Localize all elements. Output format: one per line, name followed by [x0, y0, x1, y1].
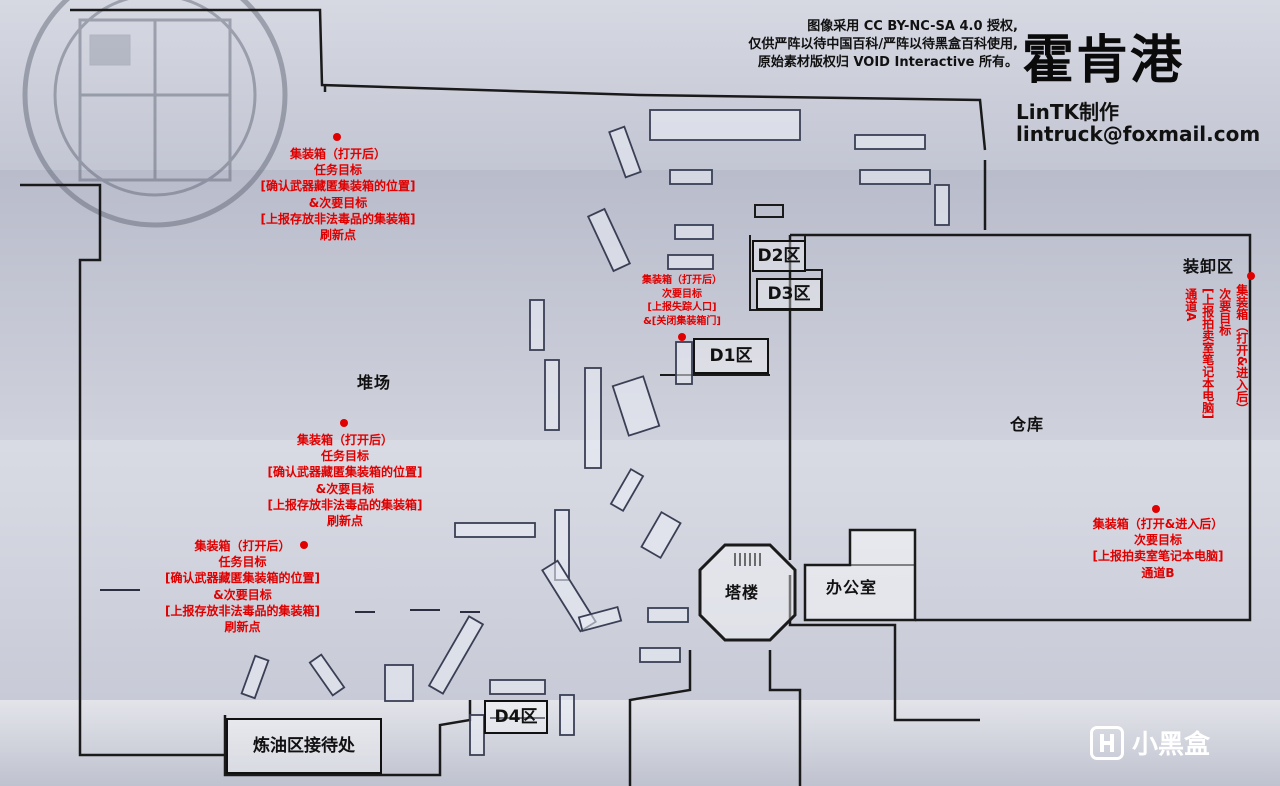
spawn-marker	[300, 541, 308, 549]
zone-tower: 塔楼	[725, 583, 760, 602]
objective-marker	[1247, 272, 1255, 280]
container-note-3: 集装箱（打开后） 任务目标 [确认武器藏匿集装箱的位置] &次要目标 [上报存放…	[267, 433, 423, 528]
license-line-3: 原始素材版权归 VOID Interactive 所有。	[757, 55, 1018, 71]
interior-lines	[100, 589, 545, 719]
container-note-4: 集装箱（打开后） 任务目标 [确认武器藏匿集装箱的位置] &次要目标 [上报存放…	[165, 539, 320, 634]
outer-walls	[20, 8, 1252, 786]
zone-refinery-reception: 炼油区接待处	[226, 718, 382, 774]
tower-octagon	[698, 543, 797, 642]
license-text: 图像采用 CC BY-NC-SA 4.0 授权, 仅供严阵以待中国百科/严阵以待…	[748, 18, 1018, 73]
zone-d3: D3区	[756, 278, 822, 310]
spawn-marker	[333, 133, 341, 141]
zone-d1: D1区	[693, 338, 769, 374]
container-note-1: 集装箱（打开后） 任务目标 [确认武器藏匿集装箱的位置] &次要目标 [上报存放…	[260, 147, 416, 242]
author-email: lintruck@foxmail.com	[1016, 122, 1261, 146]
container-note-6-col-1: 集装箱（打开&进入后）	[1234, 284, 1249, 415]
tower-stairs	[734, 553, 761, 566]
objective-marker	[1152, 505, 1160, 513]
city-seal-stamp	[22, 0, 288, 228]
container-note-5: 集装箱（打开&进入后） 次要目标 [上报拍卖室笔记本电脑] 通道B	[1092, 517, 1224, 580]
author-credit: LinTK制作	[1016, 100, 1119, 124]
zone-yard: 堆场	[357, 373, 392, 392]
office-block	[803, 528, 917, 622]
xiaoheihe-logo-icon	[1090, 725, 1124, 760]
map-title: 霍肯港	[1022, 30, 1185, 91]
container-note-6-col-3: [上报拍卖室笔记本电脑]	[1200, 288, 1215, 419]
containers	[240, 109, 950, 756]
license-line-1: 图像采用 CC BY-NC-SA 4.0 授权,	[807, 19, 1018, 34]
spawn-marker	[340, 419, 348, 427]
container-note-2: 集装箱（打开后） 次要目标 [上报失踪人口] &[关闭集装箱门]	[642, 275, 722, 327]
watermark-text: 小黑盒	[1132, 730, 1211, 760]
container-note-6-col-2: 次要目标	[1217, 288, 1232, 336]
zone-loading: 装卸区	[1183, 257, 1235, 276]
xiaoheihe-watermark: 小黑盒	[1090, 724, 1210, 761]
paper-band	[0, 0, 1280, 170]
zone-warehouse: 仓库	[1010, 415, 1045, 434]
paper-band	[0, 700, 1280, 786]
license-line-2: 仅供严阵以待中国百科/严阵以待黑盒百科使用,	[748, 37, 1018, 53]
zone-d2: D2区	[752, 240, 806, 272]
zone-office: 办公室	[826, 578, 878, 597]
objective-marker	[678, 333, 686, 341]
zone-d4: D4区	[484, 700, 548, 734]
passage-a-label: 通道A	[1183, 288, 1198, 322]
